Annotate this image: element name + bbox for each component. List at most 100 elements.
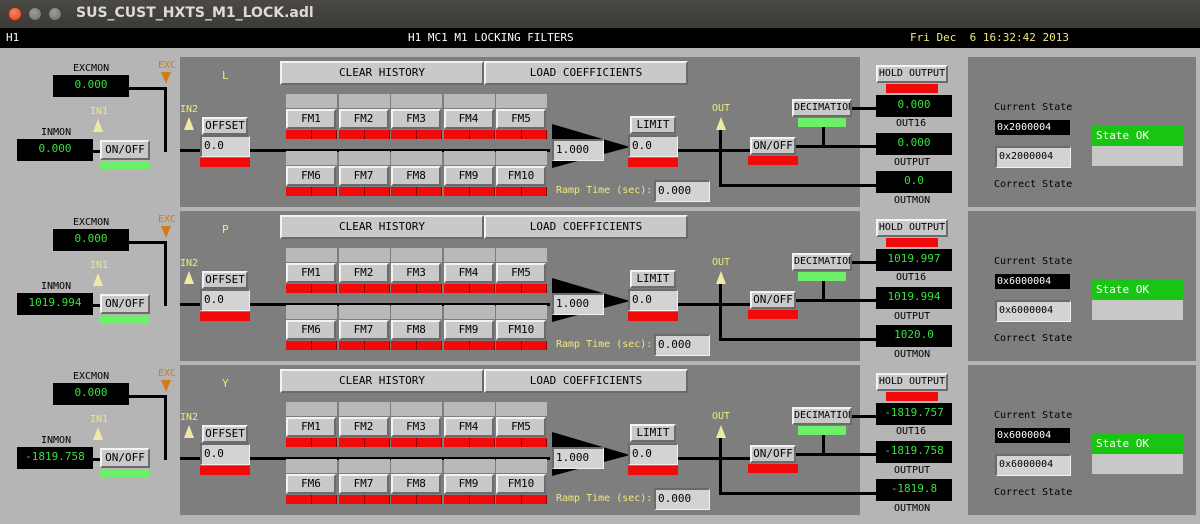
limit-field[interactable]: 0.0 — [628, 135, 678, 157]
site-label: H1 — [6, 31, 20, 44]
hold-output-indicator — [886, 84, 938, 93]
correct-state-field[interactable]: 0x6000004 — [995, 454, 1071, 476]
limit-button[interactable]: LIMIT — [630, 270, 676, 288]
fm-button-fm2[interactable]: FM2 — [338, 263, 389, 283]
output-onoff-indicator — [748, 310, 798, 319]
in2-label: IN2 — [180, 104, 199, 115]
fm-button-fm7[interactable]: FM7 — [338, 474, 389, 494]
output-onoff-button[interactable]: ON/OFF — [750, 137, 796, 155]
clear-history-button[interactable]: CLEAR HISTORY — [280, 369, 484, 393]
fm-button-fm10[interactable]: FM10 — [496, 320, 546, 340]
offset-button[interactable]: OFFSET — [202, 117, 248, 135]
hold-output-button[interactable]: HOLD OUTPUT — [876, 65, 948, 83]
fm-button-fm9[interactable]: FM9 — [443, 320, 494, 340]
fm-button-fm8[interactable]: FM8 — [391, 474, 441, 494]
output-onoff-button[interactable]: ON/OFF — [750, 291, 796, 309]
gain-field[interactable]: 1.000 — [552, 139, 604, 161]
offset-field[interactable]: 0.0 — [200, 135, 250, 157]
fm-button-fm5[interactable]: FM5 — [496, 417, 546, 437]
input-onoff-button[interactable]: ON/OFF — [100, 140, 150, 160]
fm-button-fm6[interactable]: FM6 — [286, 474, 336, 494]
fm-status-bar — [496, 402, 547, 416]
ramp-time-field[interactable]: 0.000 — [654, 334, 710, 356]
fm-button-fm8[interactable]: FM8 — [391, 166, 441, 186]
fm-button-fm1[interactable]: FM1 — [286, 263, 336, 283]
hold-output-button[interactable]: HOLD OUTPUT — [876, 219, 948, 237]
fm-status-bar — [286, 151, 337, 165]
offset-button[interactable]: OFFSET — [202, 271, 248, 289]
fm-button-fm7[interactable]: FM7 — [338, 320, 389, 340]
fm-status-bar — [391, 94, 442, 108]
fm-indicator — [443, 341, 495, 350]
fm-button-fm3[interactable]: FM3 — [391, 417, 441, 437]
ramp-time-label: Ramp Time (sec): — [556, 339, 653, 350]
load-coefficients-button[interactable]: LOAD COEFFICIENTS — [484, 215, 688, 239]
fm-status-bar — [286, 459, 337, 473]
load-coefficients-button[interactable]: LOAD COEFFICIENTS — [484, 61, 688, 85]
fm-button-fm4[interactable]: FM4 — [443, 263, 494, 283]
limit-field[interactable]: 0.0 — [628, 289, 678, 311]
fm-button-fm2[interactable]: FM2 — [338, 109, 389, 129]
fm-button-fm9[interactable]: FM9 — [443, 474, 494, 494]
decimation-wire — [852, 261, 876, 264]
decimation-button[interactable]: DECIMATION — [792, 99, 852, 117]
decimation-button[interactable]: DECIMATION — [792, 407, 852, 425]
fm-button-fm2[interactable]: FM2 — [338, 417, 389, 437]
fm-status-bar — [443, 305, 495, 319]
fm-indicator — [286, 495, 337, 504]
fm-indicator — [338, 130, 390, 139]
fm-button-fm6[interactable]: FM6 — [286, 320, 336, 340]
close-window-button[interactable] — [8, 7, 22, 21]
load-coefficients-button[interactable]: LOAD COEFFICIENTS — [484, 369, 688, 393]
exc-label: EXC — [158, 214, 177, 225]
clear-history-button[interactable]: CLEAR HISTORY — [280, 215, 484, 239]
out-label: OUT — [712, 103, 731, 114]
input-onoff-button[interactable]: ON/OFF — [100, 294, 150, 314]
fm-button-fm4[interactable]: FM4 — [443, 417, 494, 437]
fm-button-fm1[interactable]: FM1 — [286, 109, 336, 129]
offset-field[interactable]: 0.0 — [200, 289, 250, 311]
fm-indicator — [443, 187, 495, 196]
fm-status-bar — [496, 459, 547, 473]
clear-history-button[interactable]: CLEAR HISTORY — [280, 61, 484, 85]
fm-button-fm5[interactable]: FM5 — [496, 109, 546, 129]
offset-button[interactable]: OFFSET — [202, 425, 248, 443]
current-state-value: 0x2000004 — [995, 120, 1070, 135]
exc-wire-v — [164, 241, 167, 306]
correct-state-field[interactable]: 0x2000004 — [995, 146, 1071, 168]
fm-button-fm3[interactable]: FM3 — [391, 109, 441, 129]
state-ok-badge: State OK — [1092, 280, 1183, 300]
offset-field[interactable]: 0.0 — [200, 443, 250, 465]
limit-button[interactable]: LIMIT — [630, 116, 676, 134]
fm-button-fm10[interactable]: FM10 — [496, 474, 546, 494]
fm-button-fm5[interactable]: FM5 — [496, 263, 546, 283]
ramp-time-field[interactable]: 0.000 — [654, 488, 710, 510]
fm-button-fm4[interactable]: FM4 — [443, 109, 494, 129]
fm-button-fm3[interactable]: FM3 — [391, 263, 441, 283]
limit-field[interactable]: 0.0 — [628, 443, 678, 465]
ramp-time-field[interactable]: 0.000 — [654, 180, 710, 202]
fm-indicator — [391, 495, 442, 504]
fm-button-fm6[interactable]: FM6 — [286, 166, 336, 186]
fm-indicator — [338, 187, 390, 196]
fm-button-fm1[interactable]: FM1 — [286, 417, 336, 437]
fm-button-fm8[interactable]: FM8 — [391, 320, 441, 340]
filter-row-Y: EXCMON 0.000 EXC INMON -1819.758 IN1 ON/… — [0, 365, 1200, 519]
gain-field[interactable]: 1.000 — [552, 447, 604, 469]
hold-output-button[interactable]: HOLD OUTPUT — [876, 373, 948, 391]
fm-button-fm10[interactable]: FM10 — [496, 166, 546, 186]
gain-field[interactable]: 1.000 — [552, 293, 604, 315]
current-state-label: Current State — [994, 102, 1073, 113]
fm-button-fm9[interactable]: FM9 — [443, 166, 494, 186]
maximize-window-button[interactable] — [48, 7, 62, 21]
decimation-button[interactable]: DECIMATION — [792, 253, 852, 271]
fm-status-bar — [443, 94, 495, 108]
fm-indicator — [391, 341, 442, 350]
correct-state-field[interactable]: 0x6000004 — [995, 300, 1071, 322]
output-onoff-button[interactable]: ON/OFF — [750, 445, 796, 463]
fm-status-bar — [391, 459, 442, 473]
input-onoff-button[interactable]: ON/OFF — [100, 448, 150, 468]
minimize-window-button[interactable] — [28, 7, 42, 21]
limit-button[interactable]: LIMIT — [630, 424, 676, 442]
fm-button-fm7[interactable]: FM7 — [338, 166, 389, 186]
